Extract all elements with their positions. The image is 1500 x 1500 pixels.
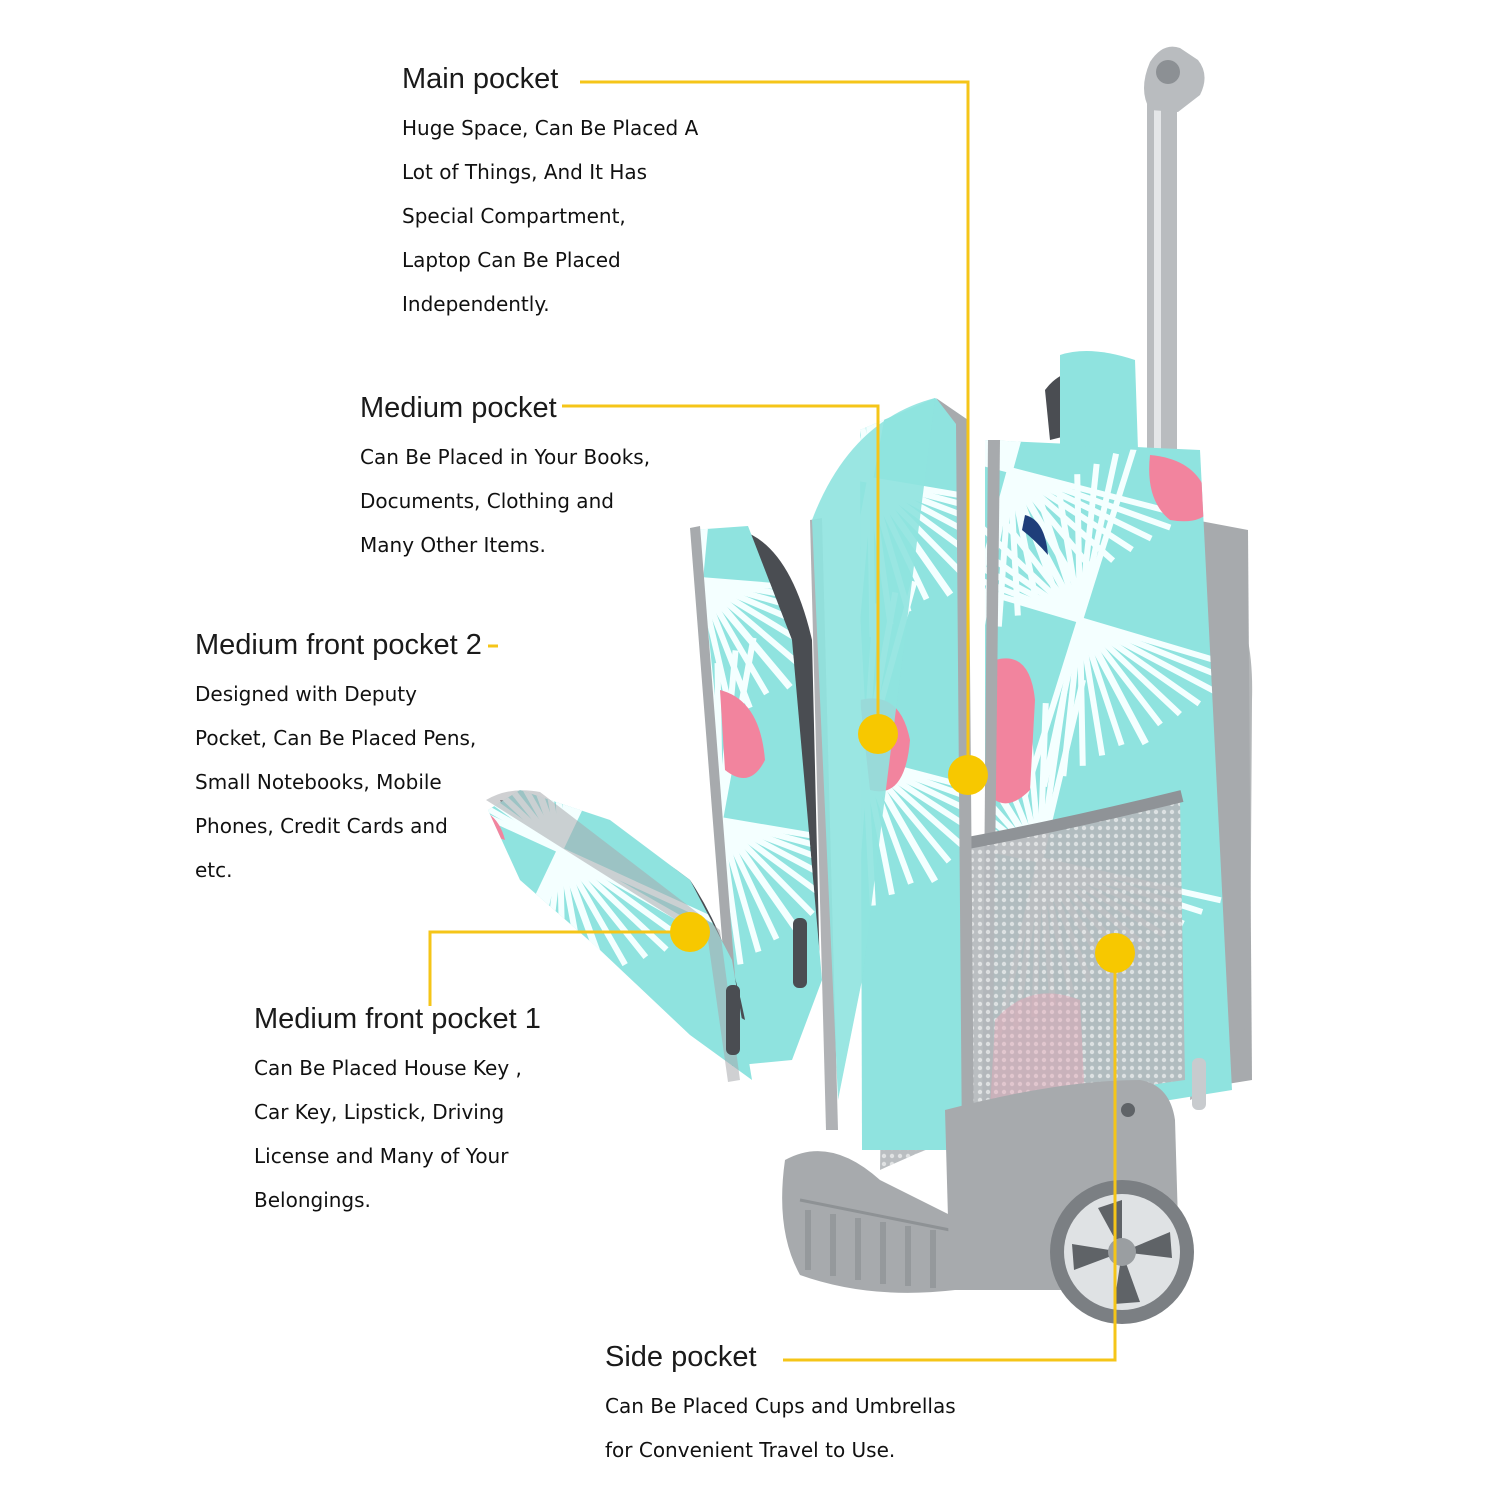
callout-line: Special Compartment, [402, 204, 626, 228]
leaf-stripe [717, 818, 780, 941]
callout-line: Small Notebooks, Mobile [195, 770, 442, 794]
callout-title: Medium front pocket 1 [254, 1003, 541, 1035]
leaf-stripe [697, 526, 721, 581]
leaf-stripe [1007, 469, 1021, 616]
leaf-stripe [1077, 617, 1182, 717]
leaf-stripe [1074, 474, 1083, 621]
callout-line: for Convenient Travel to Use. [605, 1438, 896, 1462]
leaf-stripe [1008, 467, 1134, 553]
callout-line: etc. [195, 858, 233, 882]
callout-line: License and Many of Your [254, 1144, 509, 1168]
callout-title: Main pocket [402, 63, 559, 95]
front-pocket-1-marker [670, 912, 710, 952]
leaf-stripe [557, 848, 649, 959]
leaf-stripe [692, 736, 722, 823]
callout-markers [670, 714, 1135, 973]
base-and-wheel [782, 1080, 1194, 1324]
callout-line: Can Be Placed in Your Books, [360, 445, 651, 469]
leaf-stripe [1009, 467, 1191, 520]
leaf-stripe [1077, 618, 1163, 727]
leaf-stripe [1035, 493, 1083, 621]
callout-line: Car Key, Lipstick, Driving [254, 1100, 505, 1124]
main-pocket-marker [948, 755, 988, 795]
callout-line: Designed with Deputy [195, 682, 417, 706]
callout-side-pocket: Side pocket Can Be Placed Cups and Umbre… [605, 1340, 956, 1472]
callout-description: Huge Space, Can Be Placed A Lot of Things… [402, 106, 698, 326]
leader-lines [428, 80, 1117, 1362]
callout-medium-front-pocket-1: Medium front pocket 1 Can Be Placed Hous… [254, 1002, 541, 1222]
zipper-pulls [726, 918, 1206, 1110]
callout-title: Side pocket [605, 1341, 757, 1373]
leaf-stripe [698, 577, 803, 668]
leaf-stripe [985, 440, 1012, 473]
callout-title: Medium front pocket 2 [195, 629, 482, 661]
leaf-stripe [717, 817, 815, 916]
leaf-stripe [1077, 442, 1139, 621]
leaf-stripe [697, 578, 770, 696]
callout-main-pocket: Main pocket Huge Space, Can Be Placed A L… [402, 62, 698, 326]
callout-line: Many Other Items. [360, 533, 546, 557]
side-pocket-marker [1095, 933, 1135, 973]
medium-pocket-marker [858, 714, 898, 754]
leaf-stripe [985, 440, 1013, 472]
leaf-stripe [999, 440, 1013, 471]
leaf-stripe [1054, 484, 1083, 621]
leaf-stripe [718, 817, 822, 904]
leaf-stripe [1077, 619, 1125, 747]
leaf-stripe [1007, 469, 1040, 606]
callout-line: Lot of Things, And It Has [402, 160, 648, 184]
callout-line: Can Be Placed Cups and Umbrellas [605, 1394, 956, 1418]
leaf-spine [508, 790, 612, 983]
callout-medium-front-pocket-2: Medium front pocket 2 Designed with Depu… [195, 628, 482, 892]
main-pocket-leader [580, 80, 970, 775]
callout-description: Can Be Placed Cups and Umbrellas for Conv… [605, 1384, 956, 1472]
leaf-stripe [1077, 619, 1106, 756]
callout-line: Laptop Can Be Placed [402, 248, 621, 272]
leaf-stripe [718, 817, 822, 892]
callout-title: Medium pocket [360, 392, 557, 424]
callout-medium-pocket: Medium pocket Can Be Placed in Your Book… [360, 391, 650, 567]
callout-description: Can Be Placed House Key , Car Key, Lipsti… [254, 1046, 541, 1222]
leaf-stripe [985, 543, 1082, 623]
leaf-stripe [488, 790, 562, 853]
leaf-stripe [717, 819, 762, 953]
leaf-stripe [557, 848, 628, 967]
leaf-stripe [985, 440, 1013, 471]
leaf-stripe [1078, 617, 1202, 707]
callout-line: Independently. [402, 292, 550, 316]
callout-line: Can Be Placed House Key , [254, 1056, 522, 1080]
medium-pocket-leader [562, 404, 880, 734]
callout-line: Pocket, Can Be Placed Pens, [195, 726, 477, 750]
side-pocket-leader [783, 953, 1117, 1362]
callout-line: Belongings. [254, 1188, 371, 1212]
callout-description: Can Be Placed in Your Books, Documents, C… [360, 435, 650, 567]
front-pocket-1-leader [428, 930, 690, 1006]
leaf-stripe [997, 513, 1083, 622]
leaf-stripe [985, 554, 1082, 623]
callout-line: Phones, Credit Cards and [195, 814, 448, 838]
trolley-handle [1144, 46, 1205, 475]
callout-line: Huge Space, Can Be Placed A [402, 116, 699, 140]
medium-front-pocket-1 [486, 790, 752, 1082]
callout-line: Documents, Clothing and [360, 489, 614, 513]
leaf-stripe [985, 533, 1082, 623]
